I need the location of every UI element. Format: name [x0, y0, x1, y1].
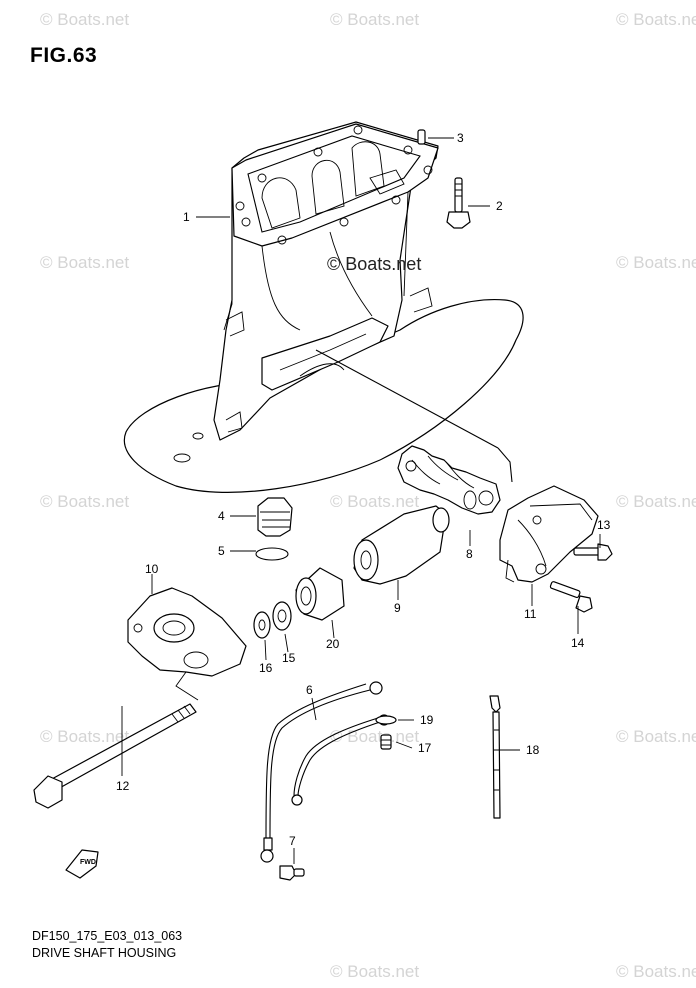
watermark: © Boats.net — [330, 492, 420, 511]
callout-19: 19 — [420, 713, 434, 727]
callout-3: 3 — [457, 131, 464, 145]
callout-13: 13 — [597, 518, 611, 532]
mount-sleeve-part[interactable] — [295, 567, 345, 621]
callout-6: 6 — [306, 683, 313, 697]
callout-12: 12 — [116, 779, 130, 793]
watermark: © Boats.net — [616, 492, 696, 511]
mount-bracket-part[interactable] — [127, 587, 247, 701]
callout-16: 16 — [259, 661, 273, 675]
ground-cable-long-part[interactable] — [260, 681, 383, 863]
dowel-pin-part[interactable] — [417, 129, 426, 145]
callout-11: 11 — [524, 607, 537, 621]
watermark: © Boats.net — [330, 10, 420, 29]
stopper-part[interactable] — [257, 497, 293, 537]
callout-7: 7 — [289, 834, 296, 848]
callouts: 1 2 3 4 5 6 7 8 9 10 11 12 13 14 15 16 1… — [116, 131, 611, 848]
washer-16-part[interactable] — [253, 611, 271, 639]
cable-tie-part[interactable] — [489, 695, 501, 819]
watermark: © Boats.net — [330, 962, 420, 981]
fwd-label: FWD — [80, 859, 96, 866]
washer-15-part[interactable] — [272, 601, 292, 631]
drive-shaft-housing-part[interactable] — [123, 121, 524, 493]
watermark: © Boats.net — [40, 492, 130, 511]
screw-7-part[interactable] — [279, 865, 305, 881]
washer-19-part[interactable] — [375, 715, 397, 725]
figure-code: DF150_175_E03_013_063 — [32, 929, 183, 943]
watermark: © Boats.net — [40, 10, 130, 29]
callout-9: 9 — [394, 601, 401, 615]
mount-cover-part[interactable] — [499, 485, 599, 583]
lower-mount-part[interactable] — [353, 505, 450, 585]
watermark-main: © Boats.net — [327, 254, 422, 274]
watermark: © Boats.net — [40, 253, 130, 272]
callout-17: 17 — [418, 741, 432, 755]
callout-20: 20 — [326, 637, 340, 651]
callout-5: 5 — [218, 544, 225, 558]
callout-2: 2 — [496, 199, 503, 213]
callout-18: 18 — [526, 743, 540, 757]
callout-8: 8 — [466, 547, 473, 561]
long-bolt-part[interactable] — [33, 703, 197, 809]
watermark: © Boats.net — [40, 727, 130, 746]
figure-title: FIG.63 — [30, 44, 98, 67]
watermark: © Boats.net — [616, 727, 696, 746]
cover-bolt-upper-part[interactable] — [573, 543, 613, 561]
callout-15: 15 — [282, 651, 296, 665]
upper-mount-part[interactable] — [397, 445, 501, 515]
watermark: © Boats.net — [616, 962, 696, 981]
circlip-part[interactable] — [255, 547, 289, 561]
leader-lines — [121, 137, 601, 864]
forward-arrow-icon: FWD — [65, 849, 99, 879]
callout-10: 10 — [145, 562, 159, 576]
watermark: © Boats.net — [616, 253, 696, 272]
ground-cable-short-part[interactable] — [291, 714, 390, 806]
callout-1: 1 — [183, 210, 190, 224]
callout-14: 14 — [571, 636, 585, 650]
figure-name: DRIVE SHAFT HOUSING — [32, 946, 177, 960]
screw-17-part[interactable] — [380, 734, 392, 750]
callout-4: 4 — [218, 509, 225, 523]
housing-bolt-part[interactable] — [446, 177, 471, 229]
watermark: © Boats.net — [616, 10, 696, 29]
cover-bolt-lower-part[interactable] — [549, 581, 593, 613]
